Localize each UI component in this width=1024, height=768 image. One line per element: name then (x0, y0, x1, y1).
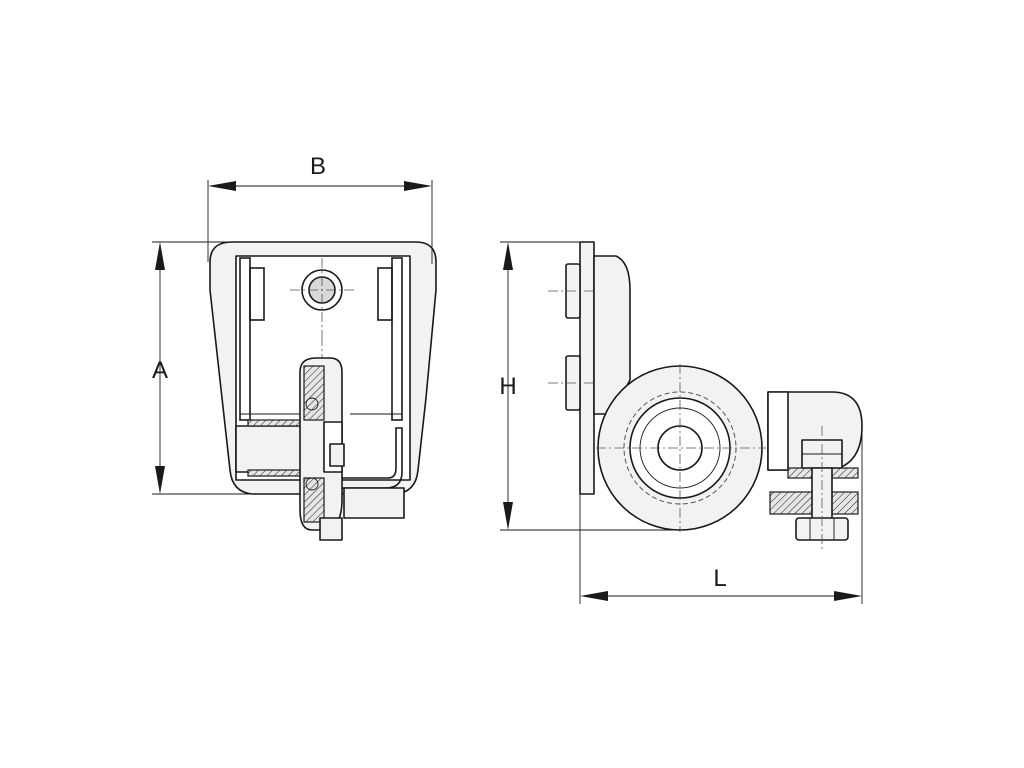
dim-label-h: H (499, 373, 516, 400)
dim-label-b: B (310, 153, 326, 180)
dim-label-l: L (713, 565, 726, 592)
dimension-lines (152, 180, 863, 604)
side-back-plate (579, 241, 595, 495)
front-bracket (342, 427, 403, 489)
front-lower-plate (343, 487, 405, 519)
front-view (209, 241, 437, 541)
front-bottom-nut (319, 517, 343, 541)
side-view (548, 241, 863, 552)
front-axle-block (235, 425, 305, 473)
dim-label-a: A (152, 357, 168, 384)
